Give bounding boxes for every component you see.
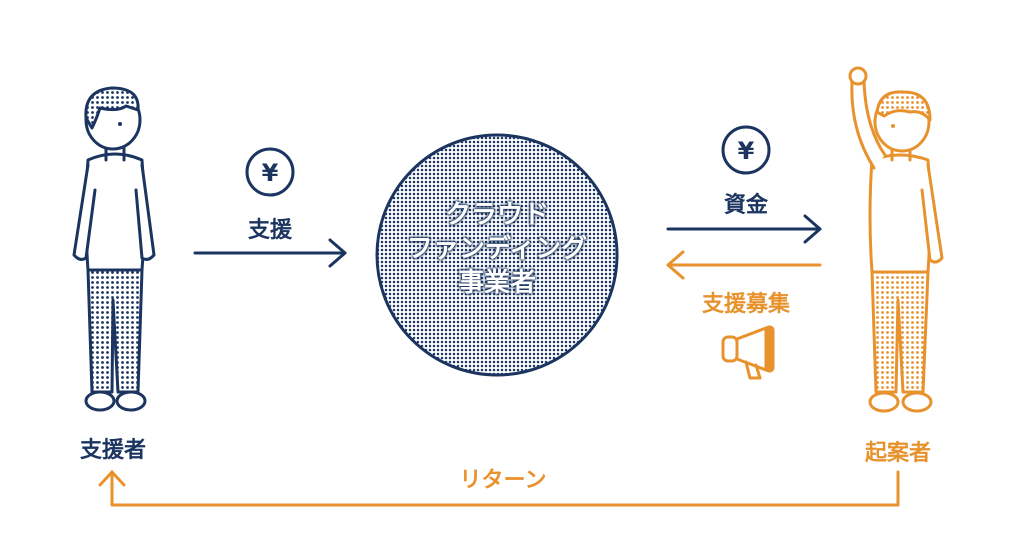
recruit-label: 支援募集 (701, 292, 791, 317)
center-label-line3: 事業者 (457, 268, 536, 298)
crowdfunding-operator-circle (375, 133, 619, 377)
yen-coin-icon: ¥ (721, 125, 771, 175)
supporter-label: 支援者 (79, 438, 147, 463)
megaphone-icon (721, 325, 775, 380)
funds-arrow (666, 214, 822, 244)
return-label: リターン (459, 468, 547, 493)
supporter-figure (72, 86, 156, 412)
support-label: 支援 (247, 218, 293, 243)
center-label-line2: ファンディング (406, 234, 588, 264)
center-label-line1: クラウド (444, 200, 549, 230)
yen-coin-icon: ¥ (245, 147, 295, 197)
yen-symbol: ¥ (262, 159, 279, 187)
project-owner-label: 起案者 (864, 441, 932, 466)
center-label: クラウド ファンディング 事業者 (377, 198, 617, 300)
return-arrow (98, 470, 900, 507)
project-owner-figure (848, 66, 944, 413)
funds-label: 資金 (723, 193, 769, 218)
yen-symbol: ¥ (738, 137, 755, 165)
recruit-arrow (666, 250, 822, 280)
support-arrow (193, 238, 347, 268)
